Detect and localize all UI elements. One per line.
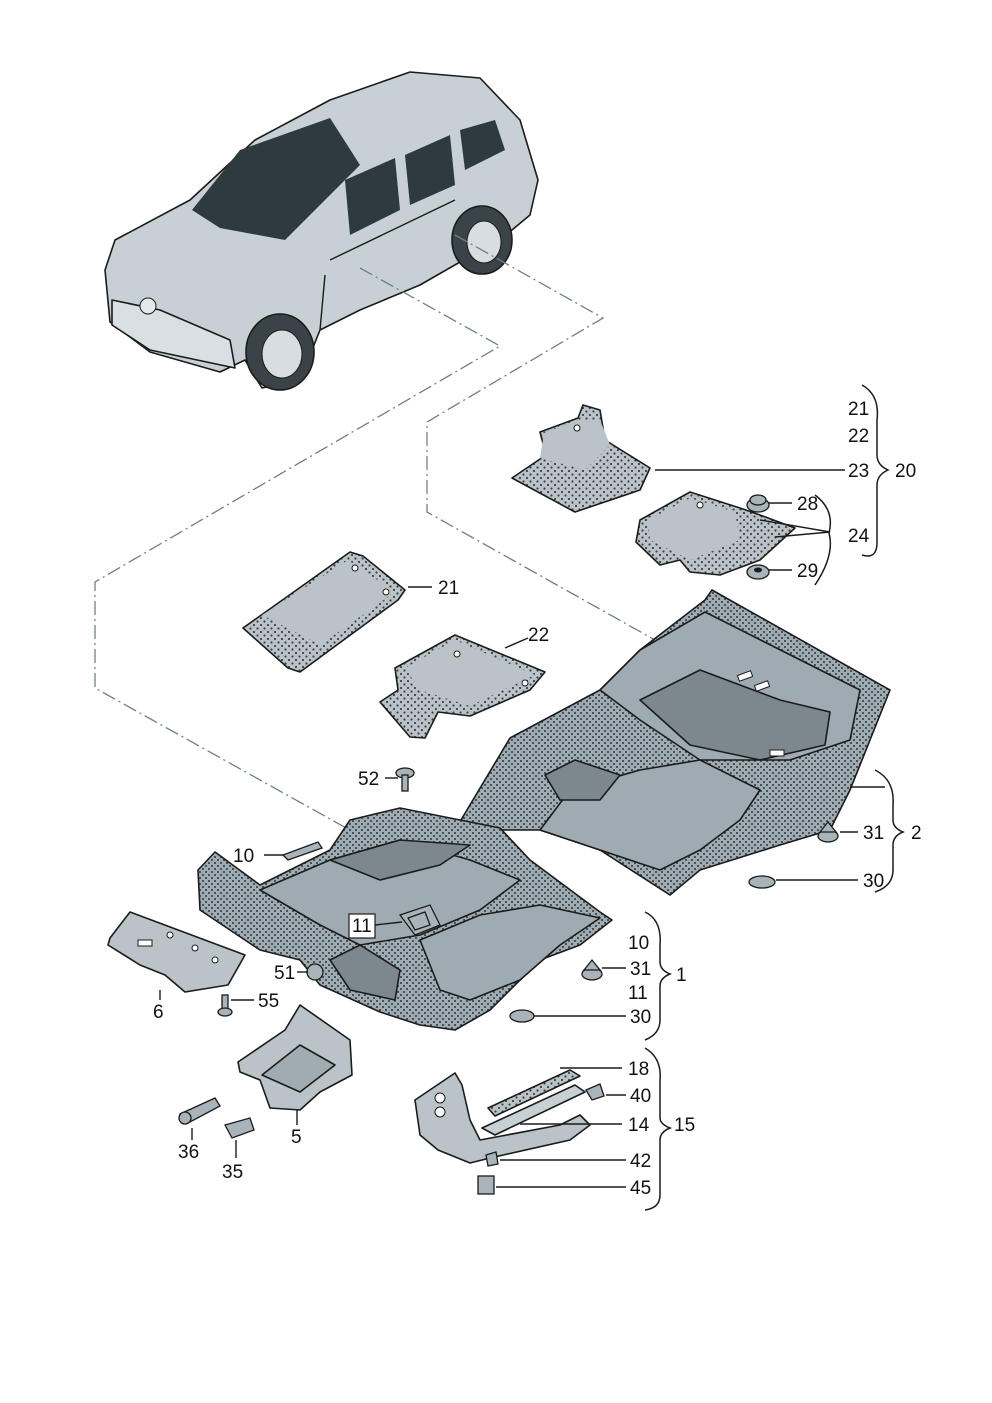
screw-55-icon xyxy=(217,994,233,1017)
floor-mat-24 xyxy=(635,491,796,576)
callout-42: 42 xyxy=(630,1151,651,1172)
fastener-30-lower-icon xyxy=(509,1009,535,1023)
floor-mat-23 xyxy=(511,404,651,513)
callout-2: 2 xyxy=(911,823,922,844)
callout-1: 1 xyxy=(676,965,687,986)
callout-labels: 21 22 23 20 28 24 29 21 22 52 10 31 2 30… xyxy=(153,399,922,1199)
callout-31-lower: 31 xyxy=(630,959,651,980)
callout-22-top: 22 xyxy=(848,426,869,447)
callout-10-upper: 10 xyxy=(233,846,254,867)
clip-35-icon xyxy=(224,1117,255,1139)
callout-6: 6 xyxy=(153,1002,164,1023)
fastener-28-icon xyxy=(746,494,770,513)
callout-11-marker xyxy=(348,913,376,939)
callout-11-lower: 11 xyxy=(628,983,648,1004)
callout-24: 24 xyxy=(848,526,870,547)
callout-35: 35 xyxy=(222,1162,243,1183)
callout-20: 20 xyxy=(895,461,916,482)
floor-mat-22 xyxy=(379,634,546,739)
callout-51: 51 xyxy=(274,963,295,984)
callout-5: 5 xyxy=(291,1127,302,1148)
fastener-51-icon xyxy=(306,963,324,981)
floor-mat-21 xyxy=(242,551,406,673)
braces xyxy=(644,384,906,1211)
callout-40: 40 xyxy=(630,1086,651,1107)
callout-14: 14 xyxy=(628,1115,650,1136)
clip-42-icon xyxy=(485,1151,499,1167)
heat-shield-6 xyxy=(107,911,246,993)
callout-52: 52 xyxy=(358,769,379,790)
callout-29: 29 xyxy=(797,561,818,582)
callout-21-mat: 21 xyxy=(438,578,459,599)
callout-55: 55 xyxy=(258,991,279,1012)
clip-45-icon xyxy=(477,1175,495,1195)
callout-22-mat: 22 xyxy=(528,625,549,646)
sill-trim-15 xyxy=(414,1072,591,1164)
callout-15: 15 xyxy=(674,1115,695,1136)
trim-strip-18 xyxy=(487,1069,581,1117)
clip-40-icon xyxy=(585,1083,605,1101)
callout-30-upper: 30 xyxy=(863,871,884,892)
leader-lines xyxy=(159,469,885,1188)
callout-11-marker-label: 11 xyxy=(352,916,372,937)
callout-45: 45 xyxy=(630,1178,651,1199)
vehicle-illustration xyxy=(104,71,539,391)
callout-23: 23 xyxy=(848,461,869,482)
fastener-30-upper-icon xyxy=(748,875,776,889)
clip-36-icon xyxy=(178,1097,221,1125)
guide-lines xyxy=(94,234,656,859)
bracket-5 xyxy=(237,1004,353,1111)
callout-21-top: 21 xyxy=(848,399,869,420)
callout-28: 28 xyxy=(797,494,818,515)
insulation-11-icon xyxy=(398,904,441,936)
fastener-31-upper-icon xyxy=(817,820,839,843)
rear-floor-carpet xyxy=(454,589,891,896)
callout-10-lower: 10 xyxy=(628,933,649,954)
callout-36: 36 xyxy=(178,1142,199,1163)
trim-strip-14 xyxy=(481,1084,586,1136)
fastener-29-icon xyxy=(746,564,770,580)
fastener-31-lower-icon xyxy=(581,958,603,981)
callout-30-lower: 30 xyxy=(630,1007,651,1028)
clip-10-icon xyxy=(281,841,324,861)
callout-18: 18 xyxy=(628,1059,649,1080)
screw-52-icon xyxy=(395,767,415,792)
callout-31-upper: 31 xyxy=(863,823,884,844)
